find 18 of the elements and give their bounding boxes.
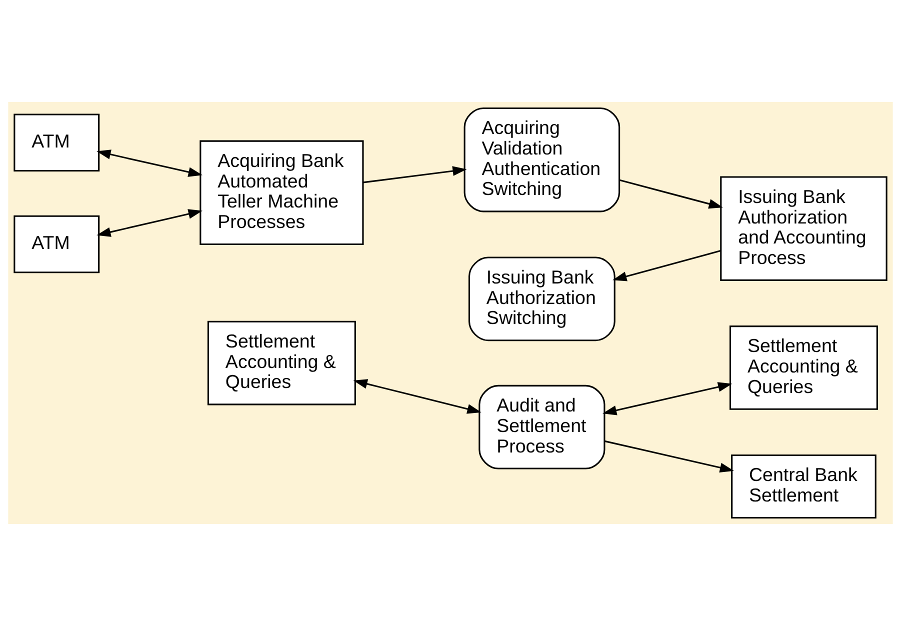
node-box: Central Bank Settlement [731, 454, 876, 519]
node-box: Settlement Accounting & Queries [207, 320, 356, 406]
arrow [620, 179, 723, 209]
node-box: ATM [14, 215, 100, 274]
arrow [363, 166, 467, 184]
arrow [602, 382, 732, 416]
node-box: Settlement Accounting & Queries [729, 326, 878, 410]
arrow [604, 440, 734, 472]
node-box: Issuing Bank Authorization Switching [468, 256, 616, 342]
arrow [612, 250, 721, 282]
node-box: ATM [14, 114, 100, 172]
arrow [96, 209, 202, 237]
arrow [353, 379, 482, 414]
node-box: Acquiring Validation Authentication Switching [464, 107, 620, 212]
node-box: Issuing Bank Authorization and Accounting Process [720, 176, 888, 281]
arrow [96, 150, 202, 177]
node-box: Audit and Settlement Process [478, 384, 606, 470]
node-box: Acquiring Bank Automated Teller Machine Processes [200, 140, 364, 246]
